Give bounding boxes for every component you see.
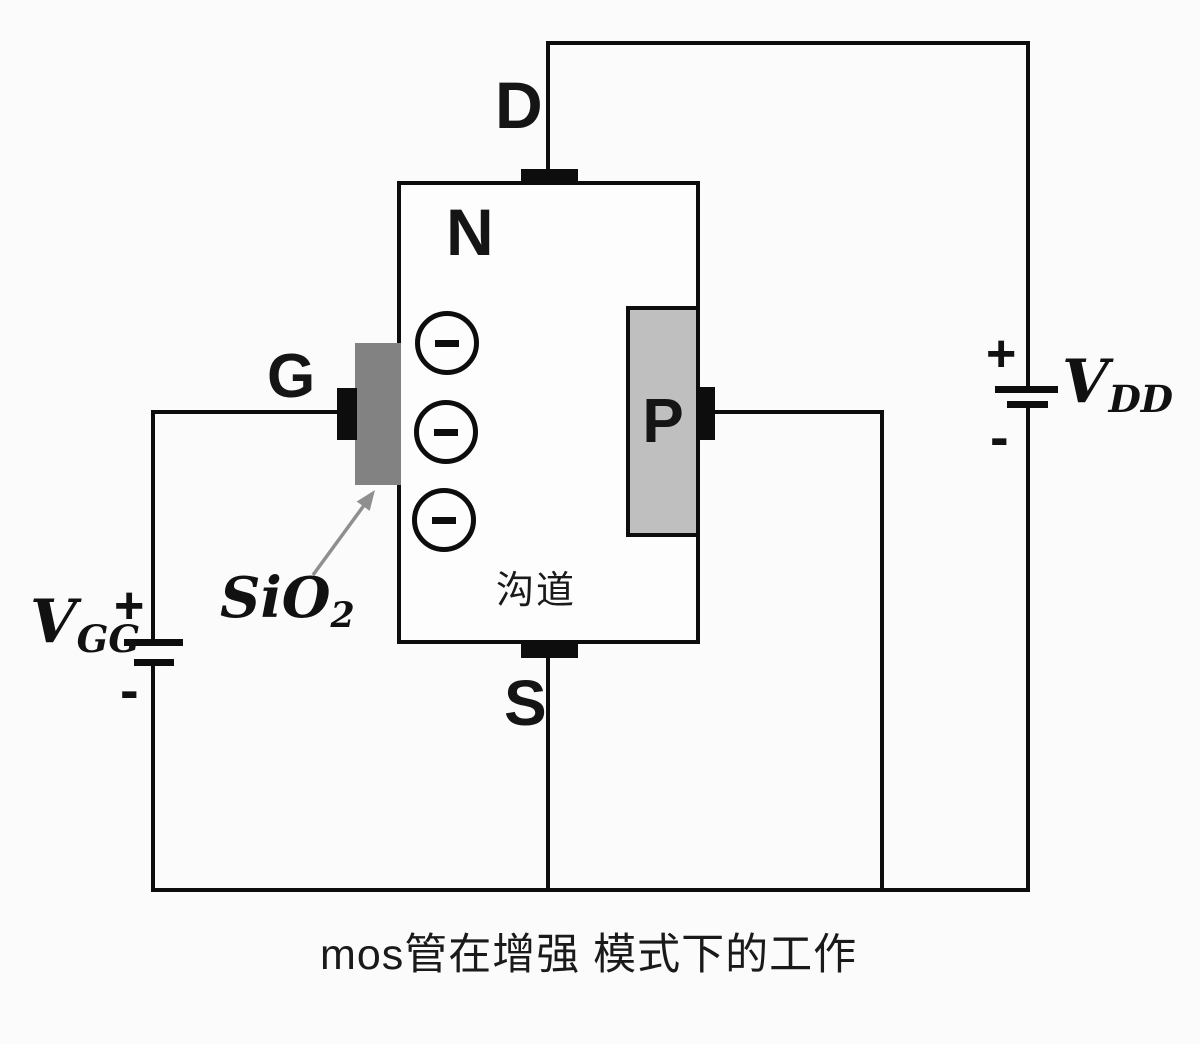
- gate-oxide-rect: [355, 343, 401, 485]
- substrate-label: N: [446, 195, 494, 269]
- source-label: S: [504, 667, 547, 739]
- vdd-plate-long: [995, 386, 1058, 393]
- p-region-label: P: [642, 386, 684, 456]
- source-contact: [521, 641, 578, 658]
- electron: [412, 488, 476, 552]
- minus-icon: [435, 339, 459, 347]
- vdd-wire-upper: [1026, 41, 1030, 388]
- drain-label: D: [495, 68, 543, 142]
- sio2-arrow: [311, 490, 375, 577]
- vgg-plate-short: [134, 659, 174, 666]
- gate-label: G: [267, 342, 316, 411]
- vgg-sub: GG: [76, 617, 141, 662]
- source-wire-vertical: [546, 656, 550, 890]
- vgg-wire-lower: [151, 666, 155, 892]
- p-wire-vertical: [880, 410, 884, 890]
- vgg-plate-long: [124, 639, 183, 646]
- minus-icon: [434, 428, 458, 436]
- vdd-base: V: [1062, 347, 1109, 417]
- sio2-label: SiO2: [220, 570, 355, 633]
- channel-label: 沟道: [496, 570, 577, 612]
- bottom-wire-horizontal: [151, 888, 1030, 892]
- vdd-sub: DD: [1108, 377, 1174, 422]
- vgg-base: V: [30, 587, 77, 657]
- drain-wire-vertical: [546, 41, 550, 170]
- p-contact: [697, 387, 715, 440]
- vdd-minus-sign: -: [990, 405, 1009, 468]
- vgg-wire-upper: [151, 410, 155, 641]
- p-region: P: [626, 306, 700, 537]
- vdd-plus-sign: +: [986, 325, 1017, 383]
- gate-wire-horizontal: [151, 410, 341, 414]
- drain-contact: [521, 169, 578, 185]
- figure-caption: mos管在增强 模式下的工作: [320, 931, 858, 979]
- p-wire-horizontal: [712, 410, 884, 414]
- top-wire-horizontal: [546, 41, 1030, 45]
- vgg-plus-sign: +: [114, 577, 145, 635]
- minus-icon: [432, 516, 456, 524]
- vgg-label: VGG: [30, 592, 140, 658]
- electron: [414, 400, 478, 464]
- vdd-wire-lower: [1026, 408, 1030, 892]
- vdd-plate-short: [1007, 401, 1048, 408]
- vdd-label: VDD: [1062, 352, 1173, 418]
- gate-contact: [337, 388, 357, 440]
- electron: [415, 311, 479, 375]
- sio2-sub: 2: [330, 594, 355, 636]
- vgg-minus-sign: -: [120, 658, 139, 721]
- sio2-base: SiO: [220, 565, 331, 631]
